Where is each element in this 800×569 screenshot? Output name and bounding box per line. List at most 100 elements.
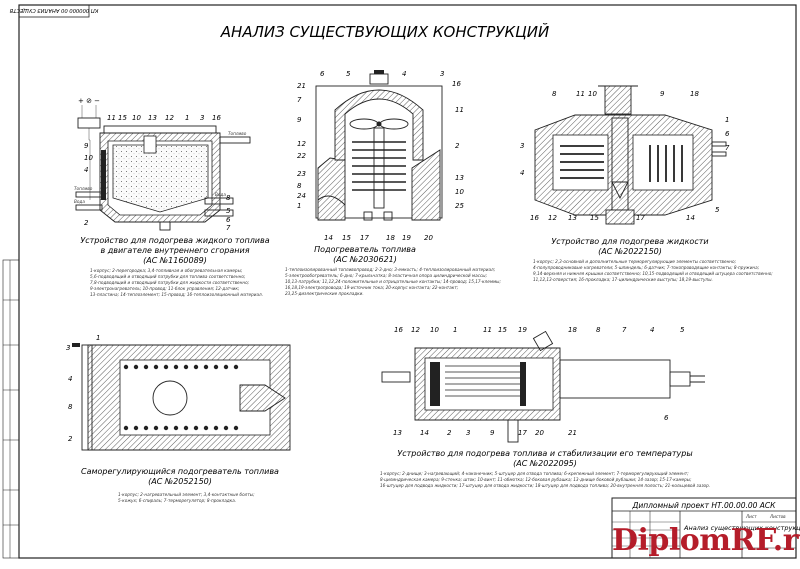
callout: 18	[690, 90, 699, 98]
callout: 6	[320, 70, 325, 78]
legend-line: 13-пластина; 14-теплоэлемент; 15-провод;…	[90, 292, 263, 297]
fig5-legend: 1-корпус; 2-днище; 3-нагревающий; 4-нако…	[380, 471, 710, 488]
callout: 18	[386, 234, 395, 242]
callout: 1	[297, 202, 301, 210]
callout: 15	[590, 214, 599, 222]
callout: 4	[520, 169, 524, 177]
callout: 4	[84, 166, 88, 174]
callout: 11	[455, 106, 464, 114]
fig5-title: Устройство для подогрева топлива и стаби…	[397, 449, 692, 458]
callout: 15	[498, 326, 507, 334]
callout: 7	[725, 144, 730, 152]
callout: 19	[402, 234, 411, 242]
legend-line: 9-электронагреватель; 10-провод; 11-блок…	[90, 286, 240, 291]
legend-line: 7,8-подводящий и отводящий патрубки для …	[90, 280, 250, 285]
legend-line: 1-корпус; 2-нагревательный элемент; 3,4-…	[118, 492, 255, 497]
fig5-callouts: 16 12 10 1 11 15 19 18 8 7 4 5 13 14 2 3…	[393, 326, 685, 437]
figure-3: 8 11 10 9 18 3 1 6 7 4 16 12 13 15 17 14…	[520, 85, 773, 282]
callout: 12	[297, 140, 306, 148]
doc-name: Анализ существующих конструкций	[683, 524, 800, 532]
callout: 7	[622, 326, 627, 334]
legend-line: 10,13-патрубки; 11,12,24-положительные и…	[285, 279, 501, 284]
callout: 12	[165, 114, 174, 122]
callout: 4	[402, 70, 406, 78]
callout: 9	[490, 429, 495, 437]
fig2-callouts: 6 5 4 3 16 21 7 9 11 12 22 23 8 24 1 2 1…	[297, 70, 464, 242]
fig4-legend: 1-корпус; 2-нагревательный элемент; 3,4-…	[118, 492, 255, 503]
callout: 14	[420, 429, 429, 437]
legend-line: 8-цилиндрическая камера; 9-стенка; шток;…	[380, 477, 692, 482]
callout: 25	[455, 202, 464, 210]
sheet-label: Лист	[745, 514, 757, 519]
legend-line: 5-электрообогреватель; 6-дно; 7-крыльчат…	[285, 273, 488, 278]
callout: 8	[226, 194, 231, 202]
callout: 3	[66, 344, 70, 352]
callout: 24	[297, 192, 306, 200]
fig2-title: Подогреватель топлива	[314, 245, 416, 254]
callout: 19	[518, 326, 527, 334]
legend-line: 9,14-верхняя и нижняя крышки соответстве…	[533, 271, 773, 276]
callout: 3	[466, 429, 470, 437]
callout: 12	[411, 326, 420, 334]
legend-line: 5-кожух; 6-спираль; 7-терморегулятор; 8-…	[118, 498, 236, 503]
callout: 13	[455, 174, 464, 182]
callout: 12	[548, 214, 557, 222]
callout: 18	[568, 326, 577, 334]
callout: 14	[324, 234, 333, 242]
fig2-patent: (АС №2030621)	[333, 255, 397, 264]
legend-line: 1-корпус; 2-днище; 3-нагревающий; 4-нако…	[380, 471, 689, 476]
sheets-label: Листов	[769, 514, 786, 519]
callout: 17	[518, 429, 527, 437]
title-block: Дипломный проект НТ.00.00.00 АСК Анализ …	[611, 497, 800, 559]
callout: 3	[440, 70, 444, 78]
legend-line: 16-штуцер для подвода жидкости; 17-штуце…	[380, 483, 710, 488]
callout: 8	[68, 403, 73, 411]
callout: 16	[212, 114, 221, 122]
legend-line: 1-теплоизолированный топливопровод; 2-3-…	[285, 267, 496, 272]
fig1-label-water-out: Вода	[215, 192, 226, 197]
callout: 8	[297, 182, 302, 190]
callout: 10	[588, 90, 597, 98]
doc-number: Дипломный проект НТ.00.00.00 АСК	[632, 501, 777, 510]
callout: 2	[455, 142, 460, 150]
fig1-label-fuel-out: Топливо	[228, 131, 247, 136]
figure-1: + ⊘ − 11 15 10 13 12	[74, 97, 270, 297]
callout: 20	[535, 429, 544, 437]
callout: 10	[84, 154, 93, 162]
callout: 11	[576, 90, 585, 98]
fig3-callouts: 8 11 10 9 18 3 1 6 7 4 16 12 13 15 17 14…	[520, 90, 730, 222]
callout: 21	[297, 82, 306, 90]
callout: 1	[453, 326, 457, 334]
callout: 2	[447, 429, 452, 437]
watermark-logo: DiplomRF.ru	[612, 523, 800, 558]
callout: 23	[297, 170, 306, 178]
legend-line: 11,12,13-отверстия; 16-прокладка; 17-цил…	[533, 277, 713, 282]
callout: 17	[360, 234, 369, 242]
callout: 5	[680, 326, 685, 334]
callout: 16	[452, 80, 461, 88]
callout: 1	[725, 116, 729, 124]
callout: 3	[200, 114, 204, 122]
callout: 6	[725, 130, 730, 138]
legend-line: 4-полупроводниковые нагреватели; 5-шпинд…	[533, 265, 760, 270]
callout: 13	[148, 114, 157, 122]
fig4-title: Саморегулирующийся подогреватель топлива	[81, 467, 279, 476]
fig1-io-label: + ⊘ −	[78, 97, 100, 105]
callout: 10	[430, 326, 439, 334]
callout: 11	[483, 326, 492, 334]
callout: 9	[660, 90, 665, 98]
fig3-legend: 1-корпус; 2,3-основной и дополнительные …	[533, 259, 773, 282]
callout: 2	[68, 435, 73, 443]
callout: 15	[118, 114, 127, 122]
callout: 21	[568, 429, 577, 437]
callout: 15	[342, 234, 351, 242]
callout: 5	[226, 207, 231, 215]
fig1-label-water-in: Вода	[74, 199, 85, 204]
legend-line: 23,25-диэлектрические прокладки.	[285, 291, 364, 296]
callout: 22	[297, 152, 306, 160]
callout: 13	[568, 214, 577, 222]
legend-line: 1-корпус; 2-перегородка; 3,4-топливная и…	[90, 268, 243, 273]
callout: 6	[226, 216, 231, 224]
callout: 13	[393, 429, 402, 437]
fig1-title-line1: Устройство для подогрева жидкого топлива	[80, 236, 269, 245]
